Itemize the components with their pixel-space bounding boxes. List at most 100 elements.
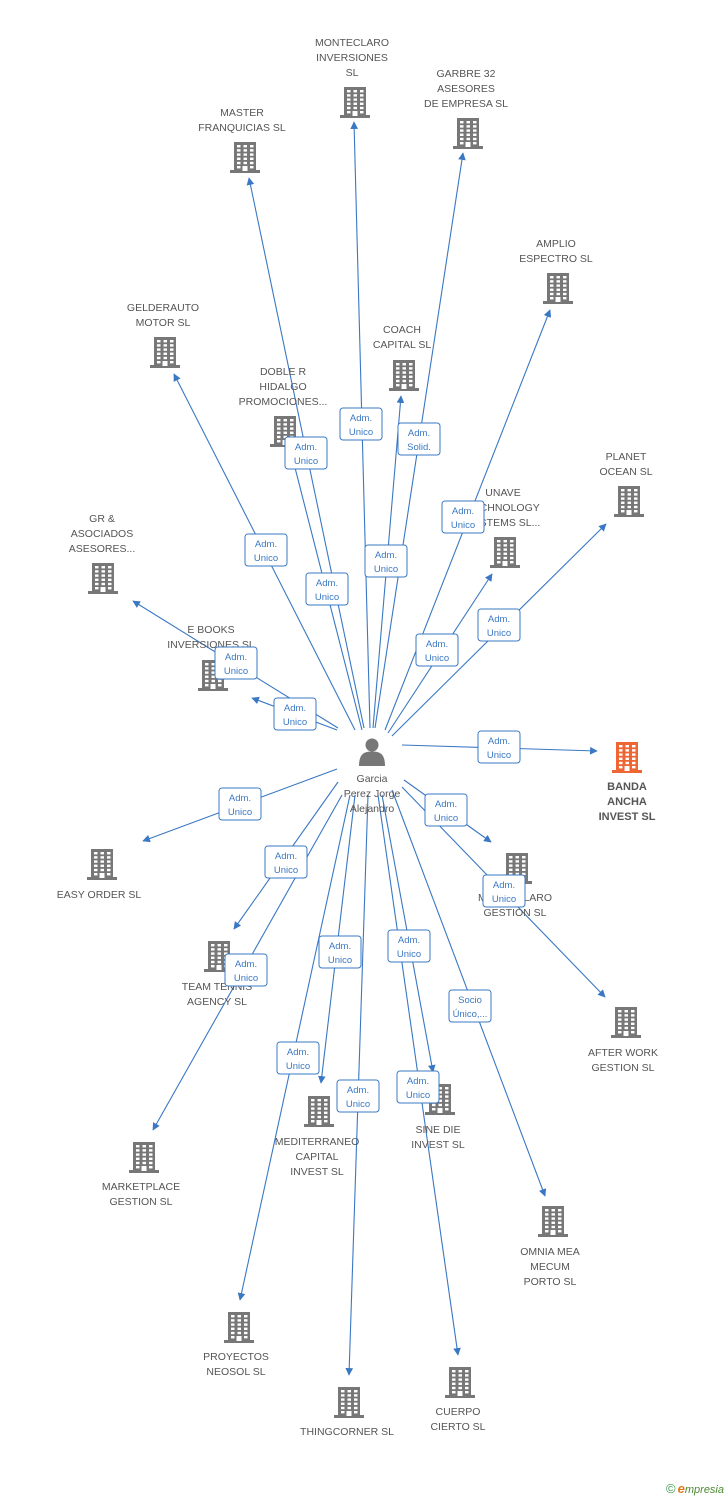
- edge-label-mediterraneo[interactable]: Adm. Unico: [318, 935, 362, 969]
- edge-label-cuerpo-cierto[interactable]: Adm. Unico: [396, 1070, 440, 1104]
- building-icon[interactable]: [389, 360, 419, 391]
- edge-label-text: Unico: [224, 666, 248, 677]
- label-line: OMNIA MEA: [520, 1246, 580, 1258]
- edge-label-text: Adm.: [407, 1076, 429, 1087]
- edge-label-doble-r-hidalgo[interactable]: Adm.Unico: [305, 572, 349, 606]
- edge-label-monteclaro-inversiones[interactable]: Adm.Unico: [339, 407, 383, 441]
- edge-label-text: Adm.: [235, 959, 257, 970]
- edge-label-planet-ocean[interactable]: Adm. Unico: [477, 608, 521, 642]
- edge-label-text: Adm.: [347, 1085, 369, 1096]
- edge-label-text: Unico: [328, 955, 352, 966]
- label-line: Garcia: [357, 773, 388, 785]
- label-line: GELDERAUTO: [127, 302, 199, 314]
- edge-label-text: Adm.: [435, 799, 457, 810]
- label-line: UNAVE: [485, 487, 520, 499]
- edge-label-proyectos-neosol[interactable]: Adm.Unico: [276, 1041, 320, 1075]
- edge-label-text: Adm.: [350, 413, 372, 424]
- edge-label-text: Unico: [434, 813, 458, 824]
- edge-label-text: Adm.: [329, 941, 351, 952]
- building-icon[interactable]: [538, 1206, 568, 1237]
- edge-label-gr-asociados[interactable]: Adm. Unico: [214, 646, 258, 680]
- brand-logo-initial: e: [677, 1481, 685, 1496]
- building-icon[interactable]: [445, 1367, 475, 1398]
- label-line: PROYECTOS: [203, 1351, 269, 1363]
- edge-label-after-work[interactable]: Adm.Unico: [482, 874, 526, 908]
- person-icon[interactable]: [359, 738, 385, 767]
- edge-label-sine-die[interactable]: Adm.Unico: [387, 929, 431, 963]
- edge-label-thingcorner[interactable]: Adm. Unico: [336, 1079, 380, 1113]
- edge-label-text: Adm.: [225, 652, 247, 663]
- focus-building-icon[interactable]: [612, 742, 642, 773]
- edge-label-text: Unico: [451, 520, 475, 531]
- edge-label-focus[interactable]: Adm.Unico: [477, 730, 521, 764]
- edge-label-unave-technology[interactable]: Adm.Unico: [415, 633, 459, 667]
- edge-label-text: Socio: [458, 995, 482, 1006]
- edge-label-monteclaro-gestion[interactable]: Adm. Unico: [424, 793, 468, 827]
- label-line: BANDA: [607, 781, 647, 793]
- edge-label-text: Adm.: [398, 935, 420, 946]
- edge-label-text: Unico: [346, 1099, 370, 1110]
- building-icon[interactable]: [87, 849, 117, 880]
- edge-label-garbre-32[interactable]: Adm.Solid.: [397, 422, 441, 456]
- label-line: MEDITERRANEO: [275, 1136, 360, 1148]
- edge-label-team-tennis[interactable]: Adm.Unico: [264, 845, 308, 879]
- empresia-brand[interactable]: ©empresia: [666, 1481, 724, 1496]
- building-icon[interactable]: [304, 1096, 334, 1127]
- label-line: OCEAN SL: [599, 466, 652, 478]
- building-icon[interactable]: [611, 1007, 641, 1038]
- building-icon[interactable]: [543, 273, 573, 304]
- label-line: CAPITAL: [296, 1151, 339, 1163]
- edge-label-master-franquicias[interactable]: Adm.Unico: [284, 436, 328, 470]
- label-line: Perez Jorge: [344, 788, 401, 800]
- label-line: ASOCIADOS: [71, 528, 133, 540]
- label-line: SINE DIE: [416, 1124, 461, 1136]
- building-icon[interactable]: [230, 142, 260, 173]
- building-icon[interactable]: [88, 563, 118, 594]
- edge-label-text: Adm.: [295, 442, 317, 453]
- building-icon[interactable]: [340, 87, 370, 118]
- label-line: CUERPO: [436, 1406, 481, 1418]
- building-icon[interactable]: [614, 486, 644, 517]
- edge-label-gelderauto-motor[interactable]: Adm.Unico: [244, 533, 288, 567]
- building-icon[interactable]: [490, 537, 520, 568]
- edge-label-text: Adm.: [493, 880, 515, 891]
- building-icon[interactable]: [334, 1387, 364, 1418]
- building-icon[interactable]: [129, 1142, 159, 1173]
- label-line: MECUM: [530, 1261, 570, 1273]
- label-line: CAPITAL SL: [373, 339, 432, 351]
- edge-label-text: Adm.: [488, 614, 510, 625]
- building-icon[interactable]: [204, 941, 234, 972]
- label-line: INVEST SL: [599, 811, 656, 823]
- building-icon[interactable]: [224, 1312, 254, 1343]
- edge-label-marketplace[interactable]: Adm.Unico: [224, 953, 268, 987]
- building-icon[interactable]: [150, 337, 180, 368]
- edge-label-easy-order[interactable]: Adm. Unico: [218, 787, 262, 821]
- edge-label-text: Unico: [487, 628, 511, 639]
- edge-label-e-books[interactable]: Adm.Unico: [273, 697, 317, 731]
- edge-label-text: Adm.: [408, 428, 430, 439]
- brand-logo-text: mpresia: [684, 1484, 724, 1496]
- edge-label-text: Unico: [406, 1090, 430, 1101]
- building-icon[interactable]: [453, 118, 483, 149]
- edge-label-coach-capital[interactable]: Adm.Unico: [364, 544, 408, 578]
- edge-label-omnia-mea[interactable]: SocioÚnico,...: [448, 989, 492, 1023]
- label-line: SL: [346, 67, 359, 79]
- edge-label-text: Unico: [228, 807, 252, 818]
- label-line: HIDALGO: [259, 381, 306, 393]
- edge-label-amplio-espectro[interactable]: Adm.Unico: [441, 500, 485, 534]
- label-line: DE EMPRESA SL: [424, 98, 508, 110]
- edge-label-text: Adm.: [229, 793, 251, 804]
- edge-label-text: Adm.: [426, 639, 448, 650]
